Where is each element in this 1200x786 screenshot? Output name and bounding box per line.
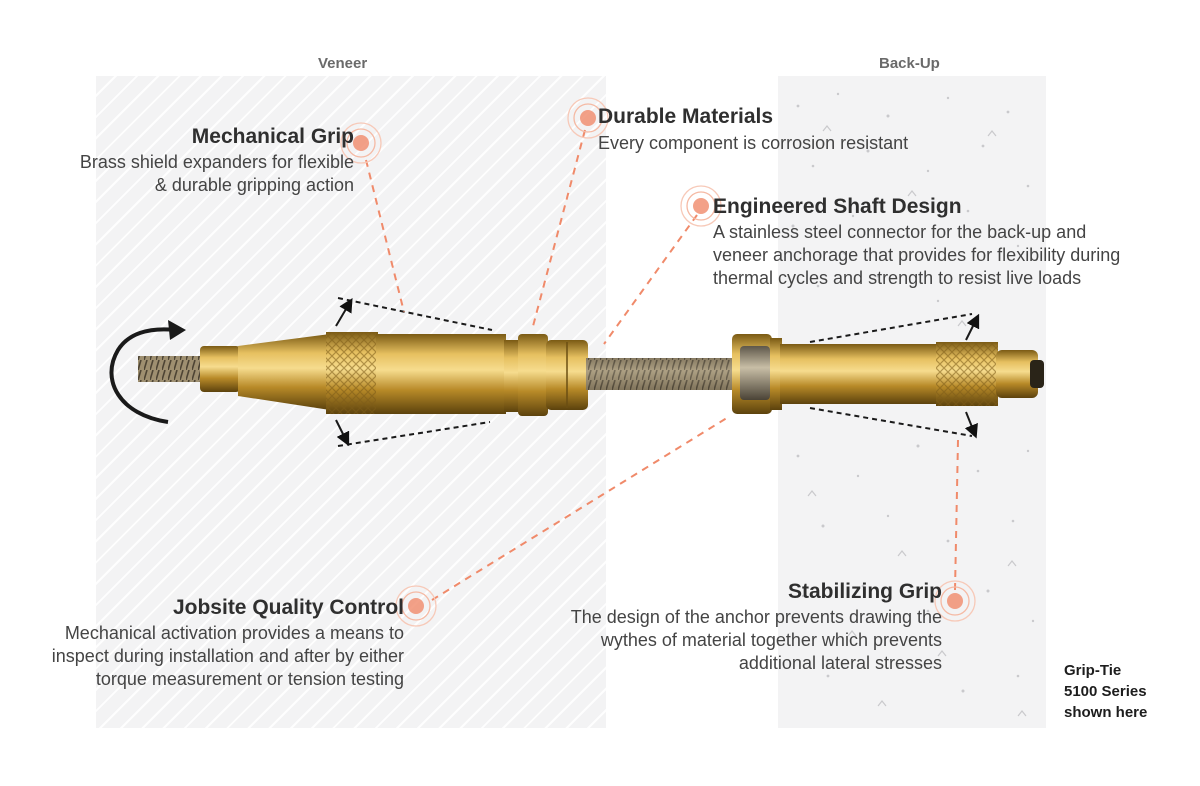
left-down-arrow-icon — [335, 419, 350, 447]
leader-lines — [365, 129, 959, 601]
mechanical-grip-title: Mechanical Grip — [191, 125, 354, 148]
durable-materials-description: Every component is corrosion resistant — [598, 133, 909, 153]
right-end-cap — [996, 350, 1038, 398]
durable-materials-marker-icon — [567, 97, 609, 139]
right-washer — [740, 346, 770, 400]
stabilizing-grip-title: Stabilizing Grip — [787, 580, 942, 603]
left-threaded-stud — [138, 356, 206, 382]
jobsite-quality-title: Jobsite Quality Control — [172, 596, 404, 619]
engineered-shaft-title: Engineered Shaft Design — [713, 195, 962, 218]
backup-label: Back-Up — [879, 55, 940, 72]
left-expansion-guides — [337, 297, 493, 447]
product-series-note: Grip-Tie 5100 Series shown here — [1064, 662, 1148, 721]
engineered-shaft-description: A stainless steel connector for the back… — [713, 222, 1121, 288]
right-expansion-guides — [809, 313, 973, 437]
left-collar — [518, 334, 548, 416]
backup-texture — [791, 92, 1035, 717]
left-up-arrow-icon — [335, 297, 353, 327]
durable-materials-title: Durable Materials — [598, 105, 774, 128]
mechanical-grip-description: Brass shield expanders for flexible & du… — [79, 152, 354, 195]
right-body-tube — [780, 344, 940, 404]
jobsite-quality-description: Mechanical activation provides a means t… — [51, 623, 404, 689]
left-nut — [200, 346, 240, 392]
mechanical-grip-marker-icon — [340, 122, 382, 164]
stabilizing-grip-marker-icon — [934, 580, 976, 622]
stabilizing-grip-description: The design of the anchor prevents drawin… — [570, 607, 942, 673]
right-down-arrow-icon — [964, 411, 978, 439]
cone-expander — [238, 334, 330, 410]
rotation-arrow-icon — [109, 320, 186, 424]
engineered-shaft-marker-icon — [680, 185, 722, 227]
left-body-tube — [376, 334, 506, 414]
right-up-arrow-icon — [965, 313, 980, 341]
jobsite-quality-marker-icon — [395, 585, 437, 627]
veneer-label: Veneer — [318, 55, 368, 72]
